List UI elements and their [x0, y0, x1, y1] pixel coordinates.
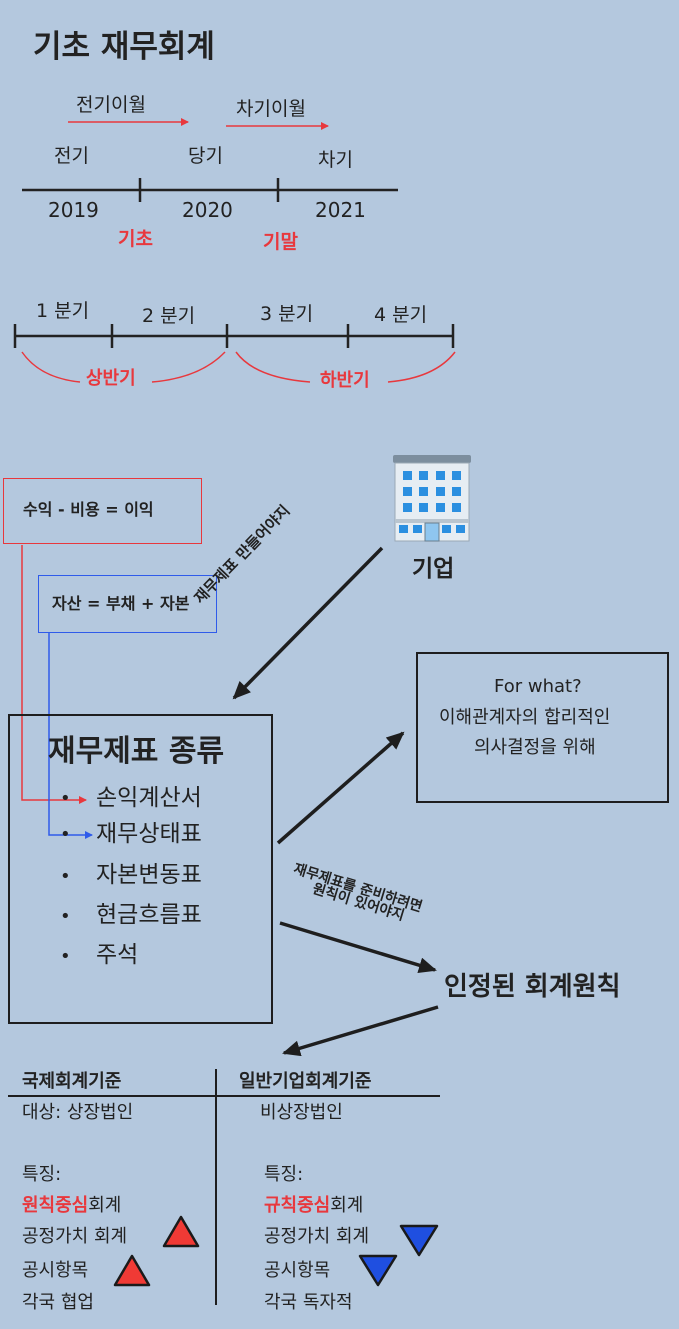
page-title: 기초 재무회계 [33, 29, 215, 65]
beginning-label: 기초 [118, 228, 153, 250]
quarter-label: 4 분기 [374, 304, 428, 326]
year-label: 2021 [315, 198, 366, 222]
balance-formula-box: 자산 = 부채 + 자본 [38, 575, 217, 633]
purpose-line: 의사결정을 위해 [474, 737, 596, 758]
next-transfer-label: 차기이월 [236, 98, 306, 120]
company-label: 기업 [412, 556, 455, 582]
balance-connector [48, 633, 93, 839]
kgaap-feature-suffix: 회계 [330, 1195, 364, 1216]
up-triangle-icon [162, 1215, 200, 1248]
down-triangle-icon [399, 1224, 439, 1257]
purpose-box [416, 652, 669, 803]
down-triangle-icon [358, 1254, 398, 1287]
kgaap-target: 비상장법인 [260, 1102, 343, 1123]
first-half-brace [21, 351, 226, 383]
quarter-label: 2 분기 [142, 305, 196, 327]
office-building-icon [389, 455, 475, 543]
period-label: 전기 [54, 145, 89, 167]
prev-transfer-label: 전기이월 [76, 94, 146, 116]
kgaap-features-label: 특징: [264, 1164, 304, 1185]
ifrs-title: 국제회계기준 [22, 1071, 122, 1092]
ifrs-feature-suffix: 회계 [88, 1195, 122, 1216]
statement-bullet: • [60, 866, 71, 887]
ifrs-principle-based: 원칙중심 [22, 1195, 89, 1216]
kgaap-feature: 규칙중심회계 [264, 1197, 363, 1215]
statement-bullet: • [60, 906, 71, 927]
quarter-label: 3 분기 [260, 303, 314, 325]
statement-item: 손익계산서 [96, 785, 202, 811]
statement-bullet: • [60, 946, 71, 967]
kgaap-feature: 공정가치 회계 [264, 1226, 370, 1247]
period-label: 당기 [188, 145, 223, 167]
statements-box [8, 714, 273, 1024]
year-label: 2020 [182, 198, 233, 222]
ifrs-feature: 각국 협업 [22, 1292, 94, 1313]
ifrs-target: 대상: 상장법인 [22, 1102, 134, 1123]
statements-title: 재무제표 종류 [48, 734, 225, 769]
income-connector [21, 545, 87, 804]
ifrs-features-label: 특징: [22, 1164, 62, 1185]
kgaap-feature: 공시항목 [264, 1260, 331, 1281]
statement-item: 재무상태표 [96, 821, 202, 847]
purpose-arrow [276, 731, 405, 845]
purpose-question: For what? [494, 676, 582, 697]
statement-item: 현금흐름표 [96, 902, 202, 928]
period-label: 차기 [318, 149, 353, 171]
purpose-line: 이해관계자의 합리적인 [439, 707, 611, 728]
statement-item: 주석 [96, 942, 139, 968]
income-formula: 수익 - 비용 = 이익 [23, 500, 154, 519]
income-formula-box: 수익 - 비용 = 이익 [3, 478, 202, 544]
quarter-label: 1 분기 [36, 300, 90, 322]
first-half-label: 상반기 [86, 368, 136, 389]
principles-title: 인정된 회계원칙 [444, 972, 621, 1002]
ifrs-feature: 원칙중심회계 [22, 1197, 121, 1215]
standards-arrow [282, 1005, 439, 1057]
principles-arrow [279, 921, 437, 974]
second-half-label: 하반기 [320, 370, 370, 391]
kgaap-feature: 각국 독자적 [264, 1292, 353, 1313]
up-triangle-icon [113, 1254, 151, 1287]
kgaap-title: 일반기업회계기준 [239, 1071, 372, 1092]
statement-bullet: • [60, 824, 71, 845]
year-label: 2019 [48, 198, 99, 222]
ifrs-feature: 공정가치 회계 [22, 1226, 128, 1247]
ifrs-feature: 공시항목 [22, 1260, 89, 1281]
statement-bullet: • [60, 788, 71, 809]
balance-formula: 자산 = 부채 + 자본 [52, 594, 190, 613]
second-half-brace [235, 351, 456, 383]
kgaap-rule-based: 규칙중심 [264, 1195, 331, 1216]
ending-label: 기말 [263, 231, 298, 253]
company-arrow [232, 546, 384, 700]
statement-item: 자본변동표 [96, 862, 202, 888]
